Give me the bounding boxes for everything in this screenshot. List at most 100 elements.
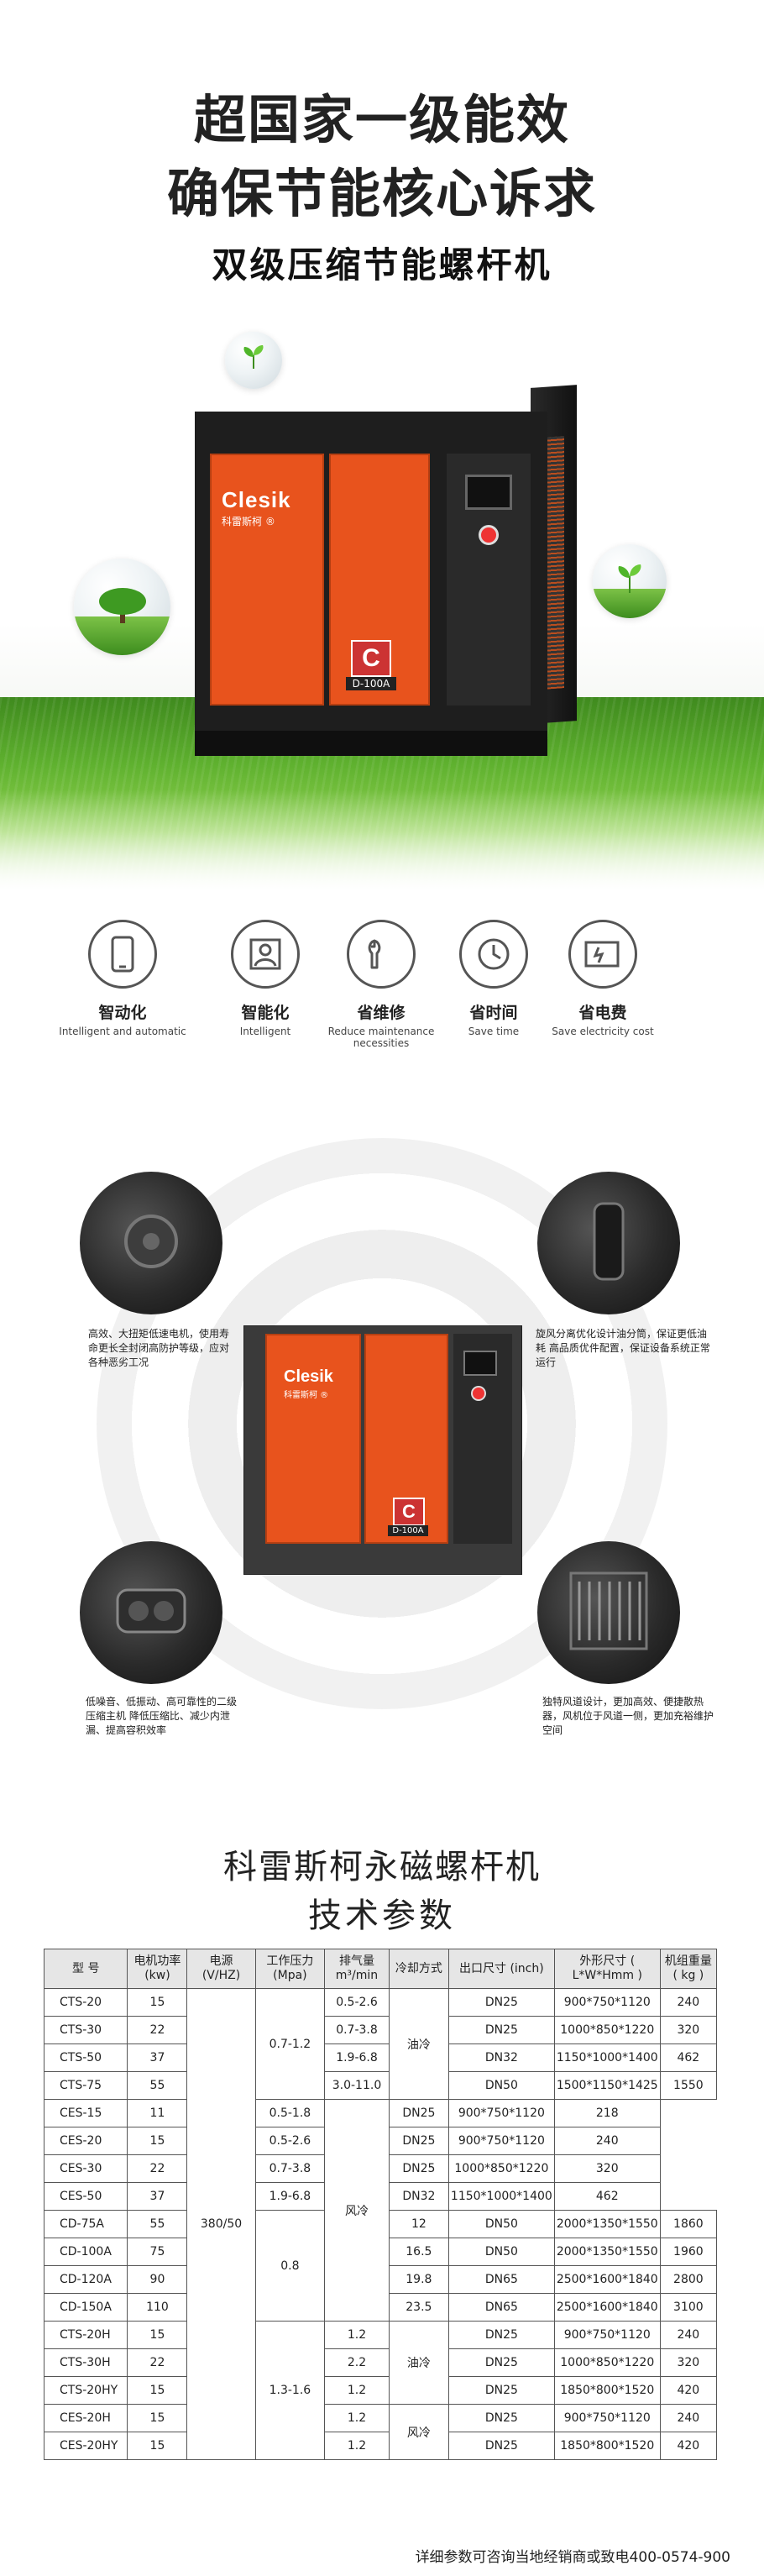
cell-outlet: DN25 xyxy=(447,2432,555,2460)
radiator-detail-image xyxy=(537,1541,680,1684)
cell-outlet: DN50 xyxy=(447,2210,555,2238)
cell-cooling: 油冷 xyxy=(388,1988,449,2100)
cell-weight: 1860 xyxy=(659,2210,718,2238)
cell-flow: 1.9-6.8 xyxy=(324,2043,390,2072)
airend-icon xyxy=(109,1573,193,1652)
compressor-base xyxy=(195,731,547,756)
cell-dimensions: 1000*850*1220 xyxy=(553,2016,661,2044)
cell-flow: 0.5-2.6 xyxy=(254,2127,326,2155)
model-plate: D-100A xyxy=(388,1525,428,1536)
cell-power: 15 xyxy=(127,2127,188,2155)
cell-weight: 462 xyxy=(659,2043,718,2072)
control-screen xyxy=(463,1351,497,1376)
cell-weight: 1960 xyxy=(659,2238,718,2266)
model-plate: D-100A xyxy=(346,677,396,690)
cell-flow: 1.2 xyxy=(324,2376,390,2405)
feature-subtitle: Intelligent xyxy=(239,1026,291,1037)
header-cooling: 冷却方式 xyxy=(388,1949,449,1989)
feature-item: 省电费 Save electricity cost xyxy=(527,920,678,1037)
cell-model: CES-30 xyxy=(43,2154,128,2183)
phone-icon xyxy=(88,920,157,989)
cell-power: 15 xyxy=(127,2432,188,2460)
battery-icon xyxy=(568,920,637,989)
oil-separator-detail-image xyxy=(537,1172,680,1314)
cell-model: CTS-75 xyxy=(43,2071,128,2100)
cell-flow: 2.2 xyxy=(324,2348,390,2377)
cell-power: 55 xyxy=(127,2071,188,2100)
brand-subtitle: 科雷斯柯 ® xyxy=(284,1391,329,1400)
header-voltage: 电源 (V/HZ) xyxy=(186,1949,256,1989)
emergency-stop-button xyxy=(471,1386,486,1401)
headline-line-2: 确保节能核心诉求 xyxy=(166,163,597,224)
cell-weight: 240 xyxy=(659,2404,718,2432)
clock-icon xyxy=(459,920,528,989)
cell-weight: 1550 xyxy=(659,2071,718,2100)
cell-outlet: DN32 xyxy=(388,2182,449,2211)
cell-flow: 1.9-6.8 xyxy=(254,2182,326,2211)
cell-weight: 2800 xyxy=(659,2265,718,2294)
cell-cooling: 风冷 xyxy=(388,2404,449,2460)
motor-description: 高效、大扭矩低速电机，使用寿命更长全封闭高防护等级，应对各种恶劣工况 xyxy=(88,1328,230,1368)
cell-model: CTS-20 xyxy=(43,1988,128,2017)
sprout-bubble-right xyxy=(593,544,667,618)
door-panel-left xyxy=(210,454,324,706)
cell-weight: 240 xyxy=(553,2127,661,2155)
cell-power: 15 xyxy=(127,2321,188,2349)
spec-table: 型 号 电机功率 (kw) 电源 (V/HZ) 工作压力 (Mpa) 排气量 m… xyxy=(43,1949,718,2460)
cell-model: CTS-20HY xyxy=(43,2376,128,2405)
cell-model: CD-75A xyxy=(43,2210,128,2238)
brand-subtitle: 科雷斯柯 ® xyxy=(222,516,275,527)
tree-icon xyxy=(97,586,148,627)
cell-dimensions: 1150*1000*1400 xyxy=(553,2043,661,2072)
brand-logo: Clesik xyxy=(222,487,291,512)
spec-subtitle: 技术参数 xyxy=(308,1897,456,1935)
cell-weight: 462 xyxy=(553,2182,661,2211)
cell-power: 37 xyxy=(127,2043,188,2072)
cell-dimensions: 900*750*1120 xyxy=(447,2099,555,2127)
compressor-image: Clesik 科雷斯柯 ® C D-100A xyxy=(195,385,577,756)
cell-dimensions: 1000*850*1220 xyxy=(553,2348,661,2377)
cell-power: 37 xyxy=(127,2182,188,2211)
cell-weight: 320 xyxy=(659,2016,718,2044)
header-pressure: 工作压力 (Mpa) xyxy=(254,1949,326,1989)
cell-outlet: DN25 xyxy=(447,1988,555,2017)
cell-outlet: DN65 xyxy=(447,2265,555,2294)
cell-dimensions: 1850*800*1520 xyxy=(553,2376,661,2405)
cell-flow: 19.8 xyxy=(388,2265,449,2294)
compressor-center-image: Clesik 科雷斯柯 ® C D-100A xyxy=(243,1325,522,1575)
cell-outlet: DN25 xyxy=(388,2127,449,2155)
radiator-icon xyxy=(563,1565,655,1660)
control-screen xyxy=(465,475,512,510)
cell-cooling: 风冷 xyxy=(324,2099,390,2322)
cell-model: CES-20H xyxy=(43,2404,128,2432)
cell-power: 22 xyxy=(127,2154,188,2183)
emergency-stop-button xyxy=(479,525,499,545)
cell-voltage: 380/50 xyxy=(186,1988,256,2460)
cell-flow: 0.7-3.8 xyxy=(324,2016,390,2044)
cell-weight: 420 xyxy=(659,2376,718,2405)
cell-model: CES-20HY xyxy=(43,2432,128,2460)
cell-dimensions: 1500*1150*1425 xyxy=(553,2071,661,2100)
cell-model: CTS-30H xyxy=(43,2348,128,2377)
motor-detail-image xyxy=(80,1172,222,1314)
contact-note: 详细参数可咨询当地经销商或致电400-0574-900 xyxy=(415,2549,730,2566)
user-icon xyxy=(231,920,300,989)
cell-flow: 3.0-11.0 xyxy=(324,2071,390,2100)
feature-title: 智能化 xyxy=(241,1004,290,1022)
cell-weight: 320 xyxy=(553,2154,661,2183)
oil-separator-description: 旋风分离优化设计油分筒，保证更低油耗 高品质优件配置，保证设备系统正常运行 xyxy=(536,1328,710,1368)
cell-cooling: 油冷 xyxy=(388,2321,449,2405)
cell-power: 110 xyxy=(127,2293,188,2322)
header-weight: 机组重量 ( kg ) xyxy=(659,1949,718,1989)
product-subtitle: 双级压缩节能螺杆机 xyxy=(212,244,552,286)
cell-dimensions: 1000*850*1220 xyxy=(447,2154,555,2183)
wrench-icon xyxy=(347,920,416,989)
cell-outlet: DN25 xyxy=(447,2404,555,2432)
